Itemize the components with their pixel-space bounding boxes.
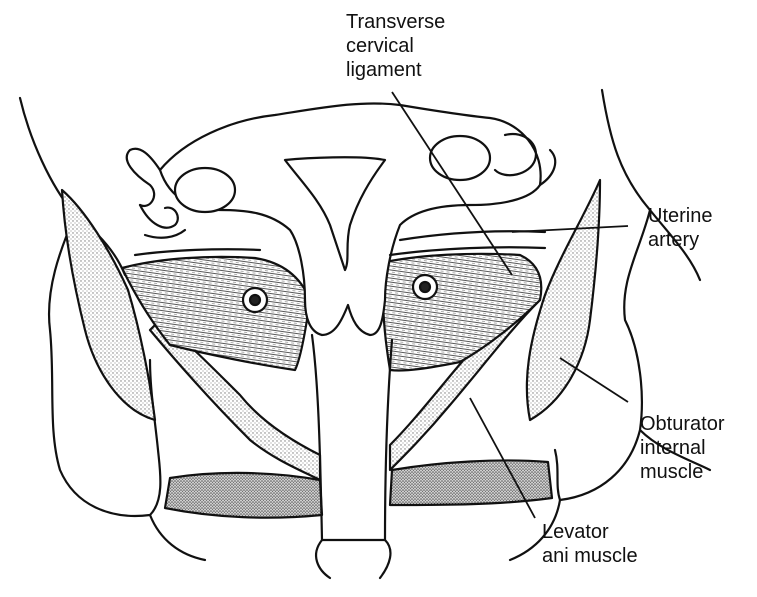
label-line: ani muscle [542, 545, 638, 567]
label-line: Obturator [640, 413, 725, 435]
left-obturator-muscle [60, 188, 157, 422]
label-transverse-cervical-ligament: Transverse cervical ligament [346, 10, 445, 82]
vaginal-canal [310, 333, 394, 542]
right-cardinal-ligament [381, 252, 543, 372]
left-perineal-membrane [163, 471, 324, 519]
label-line: muscle [640, 461, 704, 483]
label-line: Uterine [648, 205, 713, 227]
left-ovary [173, 166, 237, 214]
right-obturator-muscle [525, 178, 602, 422]
leader-transverse-cervical-ligament [391, 91, 513, 276]
leader-obturator-internal-muscle [559, 357, 629, 403]
left-fallopian-tube [125, 147, 162, 208]
right-fallopian-tube [493, 132, 538, 177]
right-ovary [428, 134, 492, 182]
leader-levator-ani-muscle [469, 397, 536, 519]
leader-uterine-artery [511, 225, 629, 233]
label-levator-ani-muscle: Levator ani muscle [542, 520, 638, 568]
label-line: artery [648, 229, 700, 251]
uterine-cavity [283, 156, 387, 272]
label-uterine-artery: Uterine artery [648, 204, 712, 252]
label-line: ligament [346, 59, 422, 81]
label-obturator-internal-muscle: Obturator internal muscle [640, 412, 724, 484]
label-line: cervical [346, 35, 414, 57]
label-line: internal [640, 437, 706, 459]
label-line: Levator [542, 521, 609, 543]
label-line: Transverse [346, 11, 446, 33]
right-perineal-membrane [388, 459, 554, 507]
left-cardinal-ligament [120, 255, 312, 372]
